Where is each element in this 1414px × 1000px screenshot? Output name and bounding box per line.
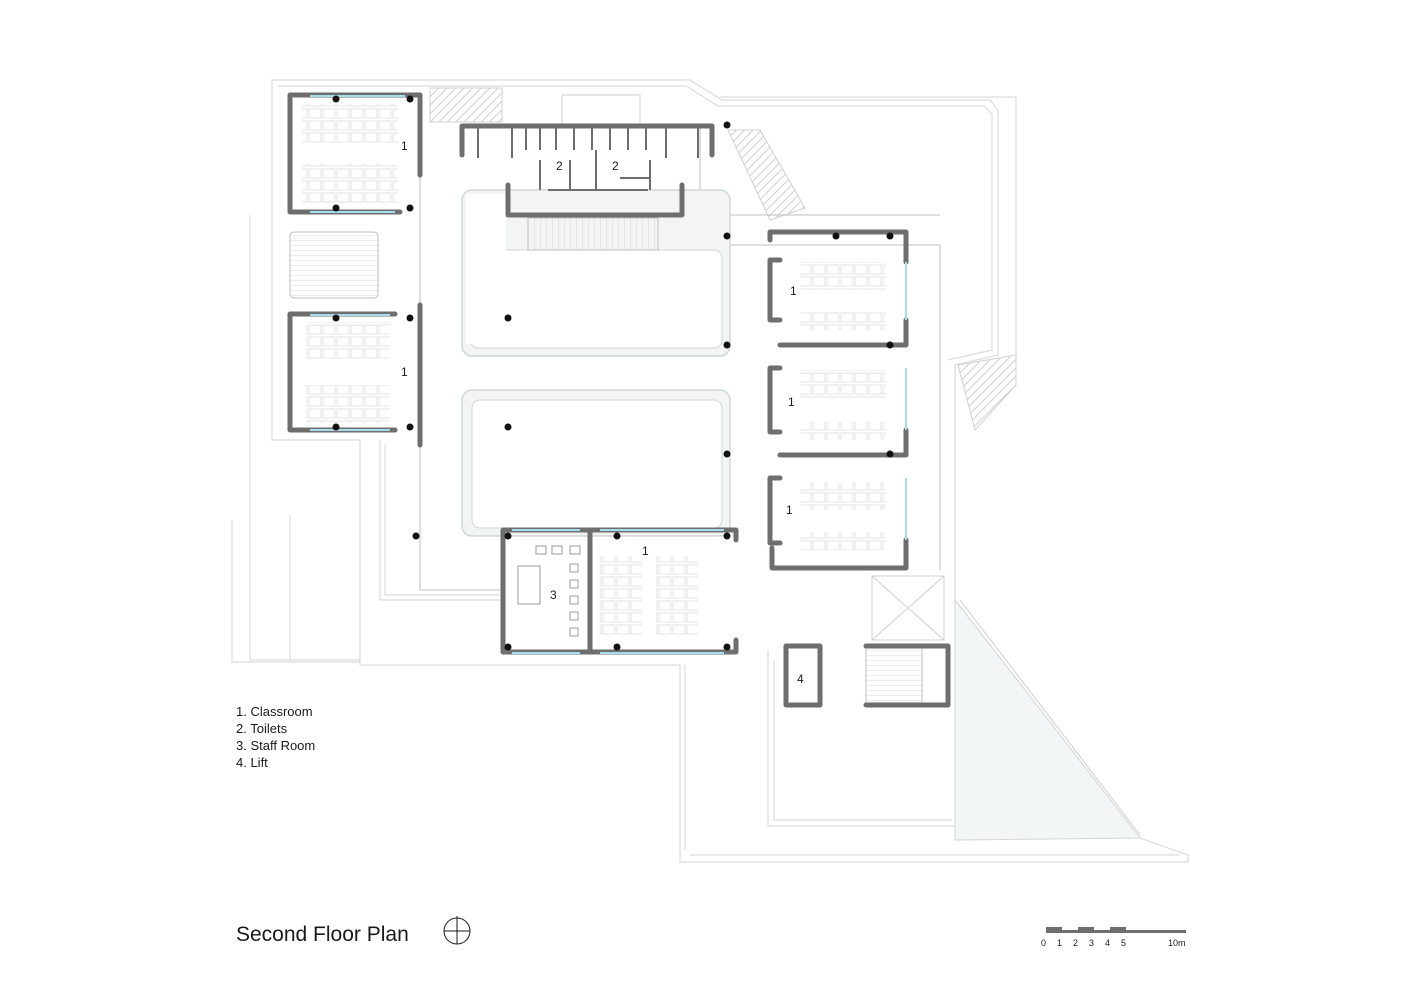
hatched-ramp	[727, 129, 806, 221]
scale-tick: 4	[1105, 938, 1110, 948]
room-label-lift: 4	[797, 672, 804, 686]
desk-grids	[302, 104, 886, 636]
legend-item: 4. Lift	[236, 755, 268, 770]
north-arrow-icon	[443, 916, 471, 945]
staff-furniture	[517, 545, 581, 637]
roof-wedge	[954, 598, 1142, 841]
plan-title: Second Floor Plan	[236, 923, 409, 946]
glazing	[310, 95, 907, 654]
room-label-classroom: 1	[401, 139, 408, 153]
room-label-classroom: 1	[642, 544, 649, 558]
scale-tick: 5	[1121, 938, 1126, 948]
scale-end-label: 10m	[1168, 938, 1186, 948]
room-label-classroom: 1	[401, 365, 408, 379]
room-label-classroom: 1	[788, 395, 795, 409]
stair-right	[957, 354, 1017, 432]
legend-item: 2. Toilets	[236, 721, 288, 736]
scale-tick: 2	[1073, 938, 1078, 948]
legend-item: 1. Classroom	[236, 704, 313, 719]
scale-tick: 0	[1041, 938, 1046, 948]
toilet-partitions	[477, 126, 699, 191]
scale-bar: 0 1 2 3 4 5 10m	[1041, 927, 1186, 948]
room-label-classroom: 1	[786, 503, 793, 517]
scale-tick: 3	[1089, 938, 1094, 948]
roof-box	[561, 94, 641, 128]
courtyard-south	[461, 389, 731, 537]
legend: 1. Classroom 2. Toilets 3. Staff Room 4.…	[236, 703, 315, 771]
south-stair	[865, 647, 923, 705]
void-x	[871, 575, 945, 641]
columns	[332, 95, 894, 651]
legend-item: 3. Staff Room	[236, 738, 316, 753]
corridor-outline	[419, 125, 941, 591]
hatched-area	[429, 87, 503, 123]
main-stair	[527, 217, 659, 251]
room-label-classroom: 1	[790, 284, 797, 298]
room-label-toilets: 2	[556, 159, 563, 173]
west-stair	[289, 231, 379, 299]
room-label-toilets: 2	[612, 159, 619, 173]
scale-tick: 1	[1057, 938, 1062, 948]
room-label-staff-room: 3	[550, 588, 557, 602]
